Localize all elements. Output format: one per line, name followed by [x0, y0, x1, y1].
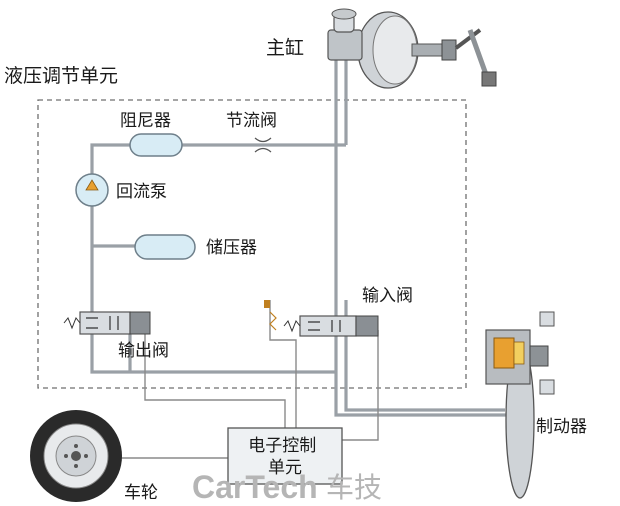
throttle-valve-icon — [254, 137, 272, 153]
inlet-valve-icon — [264, 300, 379, 337]
ecu-box — [227, 427, 343, 485]
inlet-valve-label: 输入阀 — [362, 286, 413, 306]
wheel-icon — [30, 410, 122, 502]
watermark-brand: CarTech — [192, 469, 318, 505]
throttle-valve-label: 节流阀 — [226, 111, 277, 131]
outlet-valve-icon — [63, 311, 151, 335]
return-pump-label: 回流泵 — [116, 182, 167, 202]
accumulator-capsule — [134, 234, 196, 260]
spring-icon — [63, 317, 81, 330]
master-cylinder-label: 主缸 — [266, 37, 304, 59]
master-cylinder-icon — [327, 8, 497, 89]
wheel-label: 车轮 — [124, 483, 158, 503]
outlet-valve-label: 输出阀 — [118, 341, 169, 361]
ecu-label: 电子控制 单元 — [248, 436, 321, 478]
hydraulic-unit-label: 液压调节单元 — [4, 65, 118, 87]
brake-label: 制动器 — [536, 417, 587, 437]
spring-icon — [283, 320, 301, 333]
accumulator-label: 储压器 — [206, 238, 257, 258]
hydraulic-unit-boundary — [37, 99, 467, 389]
watermark: CarTech 车技 — [192, 469, 382, 505]
watermark-suffix: 车技 — [326, 471, 382, 504]
damper-label: 阻尼器 — [120, 111, 171, 131]
brake-caliper-icon — [485, 311, 555, 499]
return-pump-icon — [75, 173, 109, 207]
damper-capsule — [129, 133, 183, 157]
